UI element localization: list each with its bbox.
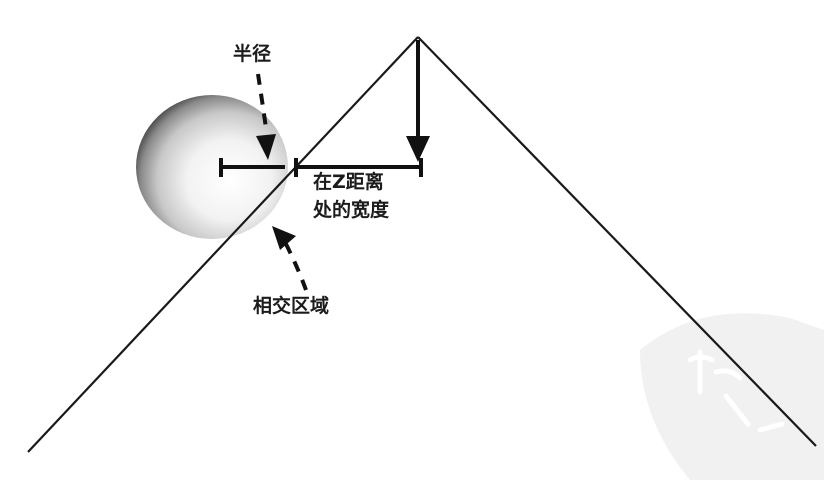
frustum-left-edge	[27, 36, 419, 453]
radius-label: 半径	[233, 43, 272, 65]
intersection-pointer-arrow	[284, 243, 308, 291]
intersection-pointer-arrowhead	[272, 226, 296, 250]
watermark-logo	[640, 313, 824, 480]
radius-pointer-arrow	[256, 73, 268, 129]
bounding-sphere	[136, 95, 288, 239]
frustum-right-edge	[417, 36, 817, 447]
radius-pointer-arrowhead	[256, 134, 276, 160]
z-distance-arrow-head	[406, 136, 430, 162]
width-at-z-label-line2: 处的宽度	[313, 199, 390, 221]
width-at-z-label-line1: 在Z距离	[313, 171, 384, 193]
intersection-label: 相交区域	[253, 295, 330, 317]
